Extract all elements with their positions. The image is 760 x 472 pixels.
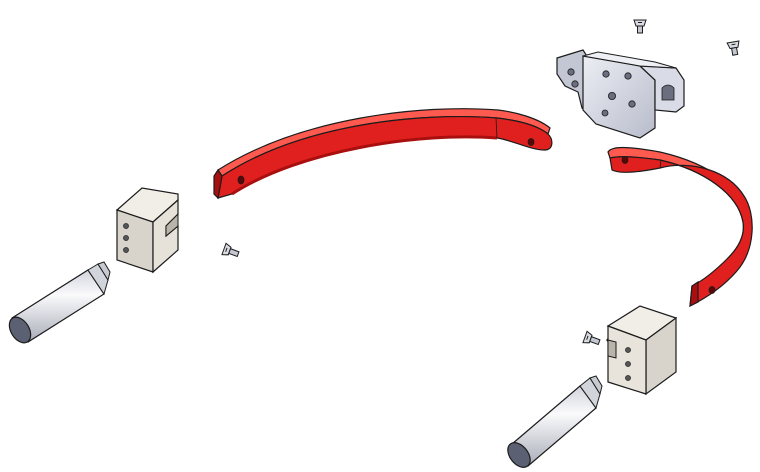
bracket-slot (661, 84, 675, 101)
left-band-arm (213, 108, 553, 200)
block-hole (123, 223, 129, 229)
band-hole (708, 286, 716, 294)
bracket-hole (567, 68, 575, 76)
band-hole (237, 175, 245, 185)
right-clamp-block (606, 305, 678, 396)
bracket-hole (628, 100, 636, 108)
block-hole (625, 375, 631, 381)
band-hole (621, 156, 629, 164)
left-clamp-block (115, 187, 179, 274)
right-band-arm (607, 146, 753, 308)
block-hole (625, 361, 631, 367)
bracket-hole (608, 92, 617, 101)
screw (582, 330, 601, 346)
block-hole (123, 247, 129, 253)
bracket-hole (624, 72, 632, 80)
band-hole (527, 138, 535, 146)
screw (726, 40, 740, 56)
right-pin (507, 375, 603, 468)
left-pin (8, 261, 111, 344)
block-hole (123, 235, 129, 241)
bracket-hole (602, 70, 610, 78)
block-hole (625, 347, 631, 353)
bracket-hole (601, 109, 609, 117)
screw (221, 242, 240, 258)
mounting-bracket (556, 49, 685, 139)
bracket-hole (571, 80, 579, 88)
screw (633, 19, 647, 34)
